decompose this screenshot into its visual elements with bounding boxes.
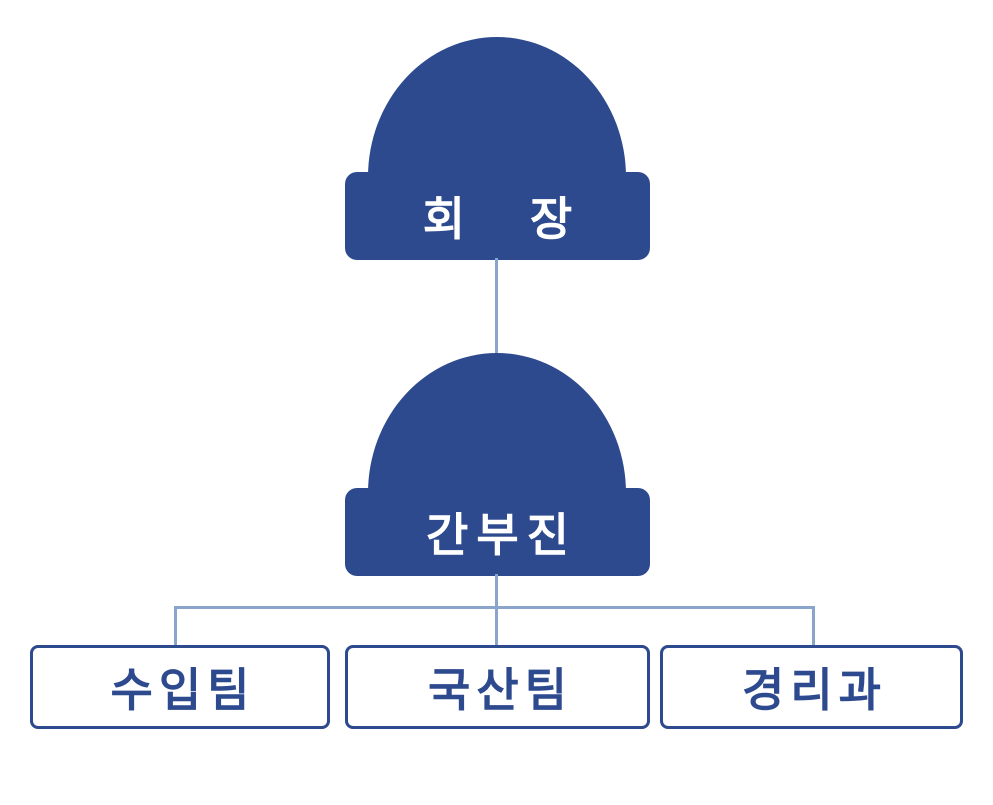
connector-drop-import-team xyxy=(174,606,177,646)
chairman-node-dome xyxy=(368,37,626,177)
executives-node: 간부진 xyxy=(345,488,650,576)
connector-chairman-executives xyxy=(495,258,498,356)
connector-drop-accounting-dept xyxy=(812,606,815,646)
executives-label: 간부진 xyxy=(426,509,577,561)
connector-horizontal xyxy=(174,606,815,609)
chairman-label: 회 장 xyxy=(422,193,573,245)
leaf-import-team-label: 수입팀 xyxy=(110,664,256,716)
connector-drop-domestic-team xyxy=(495,606,498,646)
leaf-domestic-team: 국산팀 xyxy=(345,645,650,729)
leaf-accounting-dept-label: 경리과 xyxy=(742,664,887,716)
leaf-accounting-dept: 경리과 xyxy=(660,645,963,729)
leaf-domestic-team-label: 국산팀 xyxy=(428,664,573,716)
connector-executives-stub xyxy=(495,574,498,608)
chairman-node: 회 장 xyxy=(345,172,650,260)
leaf-import-team: 수입팀 xyxy=(30,645,330,729)
executives-node-dome xyxy=(368,353,626,493)
